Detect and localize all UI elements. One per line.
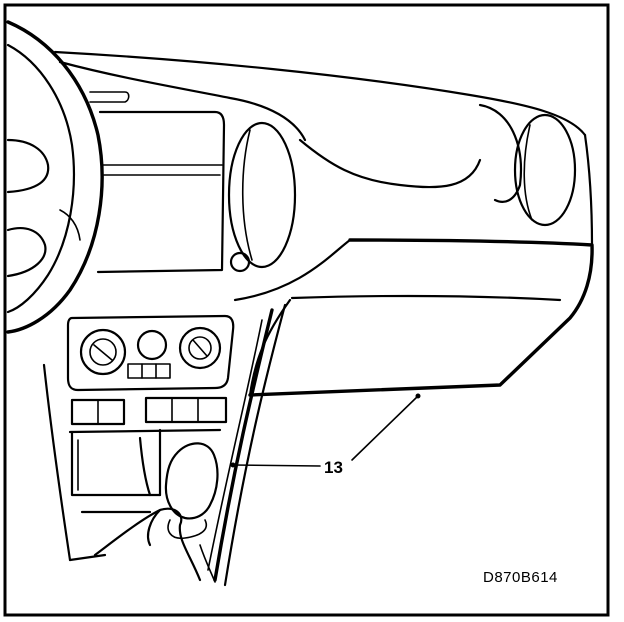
steering-wheel: [6, 20, 104, 334]
figure-frame: [3, 3, 610, 617]
console-trim-strip: [207, 303, 287, 587]
heater-controls: [66, 314, 235, 392]
callout-label: 13: [324, 458, 343, 477]
dashboard-top: [53, 50, 587, 142]
leader-lines: [230, 393, 421, 468]
hand: [93, 507, 216, 583]
air-vents: [227, 103, 577, 269]
instrument-cluster: [96, 110, 251, 274]
gear-lever: [138, 436, 219, 540]
dashboard-body: [233, 133, 594, 302]
leader-dot-left: [230, 462, 236, 468]
center-console: [42, 363, 222, 562]
switch-row: [70, 396, 228, 426]
figure-code: D870B614: [483, 569, 558, 586]
leader-dot-right: [415, 393, 421, 399]
glove-box: [248, 238, 594, 397]
